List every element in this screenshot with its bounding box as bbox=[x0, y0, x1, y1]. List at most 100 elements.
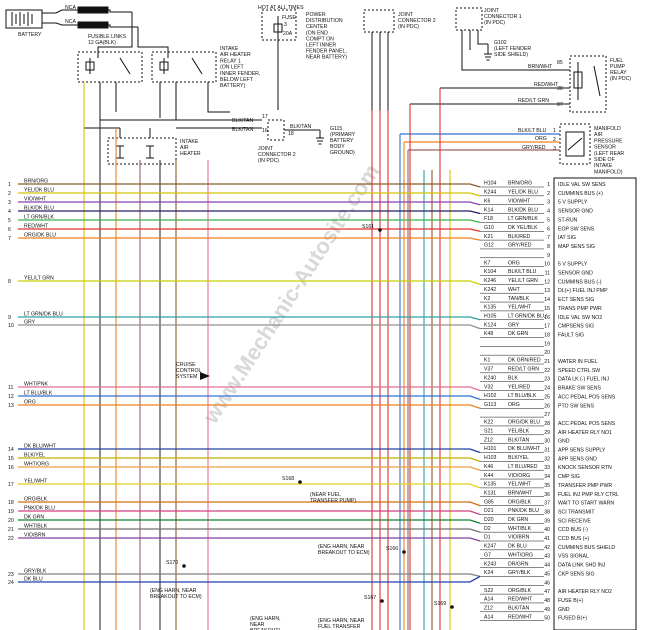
ecm-pin-circuit: K131 bbox=[484, 490, 496, 496]
ecm-pin-number: 25 bbox=[544, 394, 550, 400]
left-wire-number: 11 bbox=[8, 385, 13, 391]
ecm-pin-number: 7 bbox=[547, 235, 550, 241]
ecm-pin-number: 47 bbox=[544, 589, 550, 595]
splice-dot bbox=[298, 480, 302, 484]
ecm-pin-number: 19 bbox=[544, 341, 550, 347]
ecm-pin-function: AIR HEATER RLY NO1 bbox=[558, 430, 612, 436]
ecm-pin-circuit: D2 bbox=[484, 526, 491, 532]
ecm-pin-number: 17 bbox=[544, 324, 550, 330]
ecm-pin-function: ECT SENS SIG bbox=[558, 297, 594, 303]
ecm-pin-function: ACC PEDAL POS SENS bbox=[558, 421, 616, 427]
left-wire-line bbox=[18, 219, 481, 224]
left-wire-color: RED/WHT bbox=[24, 224, 49, 230]
ecm-pin-function: FUEL INJ PMP RLY CTRL bbox=[558, 492, 619, 498]
ecm-pin-circuit: K6 bbox=[484, 198, 490, 204]
left-wire-line bbox=[18, 501, 481, 507]
ecm-pin-color: DK BLU/WHT bbox=[508, 446, 541, 452]
ecm-pin-number: 27 bbox=[544, 412, 550, 418]
relay-2-symbol bbox=[151, 51, 217, 83]
left-wire-color: ORG/BLK bbox=[24, 497, 48, 503]
ecm-pin-function: MAP SENS SIG bbox=[558, 244, 595, 250]
pin-17: 17 bbox=[262, 114, 268, 120]
left-wire-line bbox=[18, 573, 481, 578]
left-wire-line bbox=[18, 192, 481, 197]
hot-at-all-times-label: HOT AT ALL TIMES bbox=[258, 5, 304, 11]
ecm-pin-function: IDLE VAL SW NO2 bbox=[558, 315, 602, 321]
ecm-pin-number: 41 bbox=[544, 536, 550, 542]
ecm-pin-function: TRANS PMP PWR bbox=[558, 306, 602, 312]
ecm-pin-function: FUSE B(+) bbox=[558, 598, 583, 604]
wire-blk-tan-18: BLK/TAN bbox=[290, 124, 311, 130]
ecm-pin-function: APP SENS GND bbox=[558, 456, 597, 462]
battery-symbol bbox=[5, 9, 43, 29]
fuse-amp: 20A bbox=[283, 31, 293, 37]
fuel-pump-relay-wires bbox=[410, 50, 570, 105]
ecm-pin-function: ACC PEDAL POS SENS bbox=[558, 394, 616, 400]
ecm-pin-function: SENSOR GND bbox=[558, 209, 593, 215]
ecm-pin-number: 45 bbox=[544, 571, 550, 577]
left-wire-line bbox=[18, 395, 481, 401]
left-wire-color: WHT/PNK bbox=[24, 382, 48, 388]
ecm-pin-circuit: G113 bbox=[484, 402, 496, 408]
ecm-pin-circuit: K104 bbox=[484, 269, 496, 275]
ecm-pin-number: 20 bbox=[544, 350, 550, 356]
ecm-pin-number: 14 bbox=[544, 297, 550, 303]
ecm-pin-color: WHT/ORG bbox=[508, 552, 533, 558]
left-wire-number: 21 bbox=[8, 527, 14, 533]
ecm-pin-circuit: K247 bbox=[484, 544, 496, 550]
left-wire-number: 2 bbox=[8, 191, 11, 197]
ecm-pin-function: IDLE VAL SW SENS bbox=[558, 182, 606, 188]
joint-connector-2-mid bbox=[267, 119, 324, 145]
ecm-pin-number: 22 bbox=[544, 368, 550, 374]
ecm-pin-function: CKP SENS SIG bbox=[558, 571, 595, 577]
ecm-pin-color: VIO/BRN bbox=[508, 535, 530, 541]
ecm-pin-function: VSS SIGNAL bbox=[558, 554, 589, 560]
left-wire-color: GRY/BLK bbox=[24, 569, 47, 575]
ecm-pin-number: 37 bbox=[544, 501, 550, 507]
wire-red-lt-grn: RED/LT GRN bbox=[518, 98, 549, 104]
left-wire-line bbox=[18, 519, 481, 524]
ecm-pin-number: 18 bbox=[544, 332, 550, 338]
ecm-pin-number: 10 bbox=[544, 262, 550, 268]
pin-16: 16 bbox=[262, 128, 268, 134]
ecm-pin-color: ORG bbox=[508, 402, 520, 408]
left-wire-color: ORG/DK BLU bbox=[24, 233, 56, 239]
ecm-pin-color: YEL/WHT bbox=[508, 482, 532, 488]
ecm-pin-color: BRN/ORG bbox=[508, 181, 532, 187]
left-wire-line bbox=[18, 457, 481, 462]
ecm-pin-number: 31 bbox=[544, 448, 550, 454]
wire-brn-wht: BRN/WHT bbox=[528, 64, 553, 70]
left-wire-number: 1 bbox=[8, 182, 11, 188]
left-wire-color: VIO/WHT bbox=[24, 197, 47, 203]
ecm-pin-number: 49 bbox=[544, 607, 550, 613]
ecm-pin-color: ORG/DK BLU bbox=[508, 420, 540, 426]
wire-red-wht: RED/WHT bbox=[534, 82, 559, 88]
left-wire-color: VIO/BRN bbox=[24, 533, 46, 539]
pin-85: 85 bbox=[557, 60, 563, 66]
ecm-pin-number: 16 bbox=[544, 315, 550, 321]
ecm-pin-color: BLK/TAN bbox=[508, 606, 529, 612]
ecm-pin-number: 12 bbox=[544, 279, 550, 285]
ecm-pin-circuit: Z12 bbox=[484, 606, 493, 612]
ecm-pin-circuit: G7 bbox=[484, 552, 491, 558]
ecm-pin-circuit: K246 bbox=[484, 278, 496, 284]
ecm-pin-color: GRY/RED bbox=[508, 243, 532, 249]
ecm-pin-circuit: K7 bbox=[484, 260, 490, 266]
ecm-pin-circuit: H101 bbox=[484, 446, 497, 452]
left-wire-color: BLK/YEL bbox=[24, 453, 45, 459]
ecm-pin-function: WAIT TO START WARN bbox=[558, 501, 614, 507]
ecm-pin-circuit: K124 bbox=[484, 322, 496, 328]
ecm-pin-function: CMP SIG bbox=[558, 474, 580, 480]
ecm-pin-circuit: K22 bbox=[484, 420, 493, 426]
left-wire-color: YEL/LT GRN bbox=[24, 276, 54, 282]
ecm-pin-function: CUMMINS BUS (+) bbox=[558, 191, 603, 197]
ecm-pin-function: FAULT SIG bbox=[558, 332, 584, 338]
